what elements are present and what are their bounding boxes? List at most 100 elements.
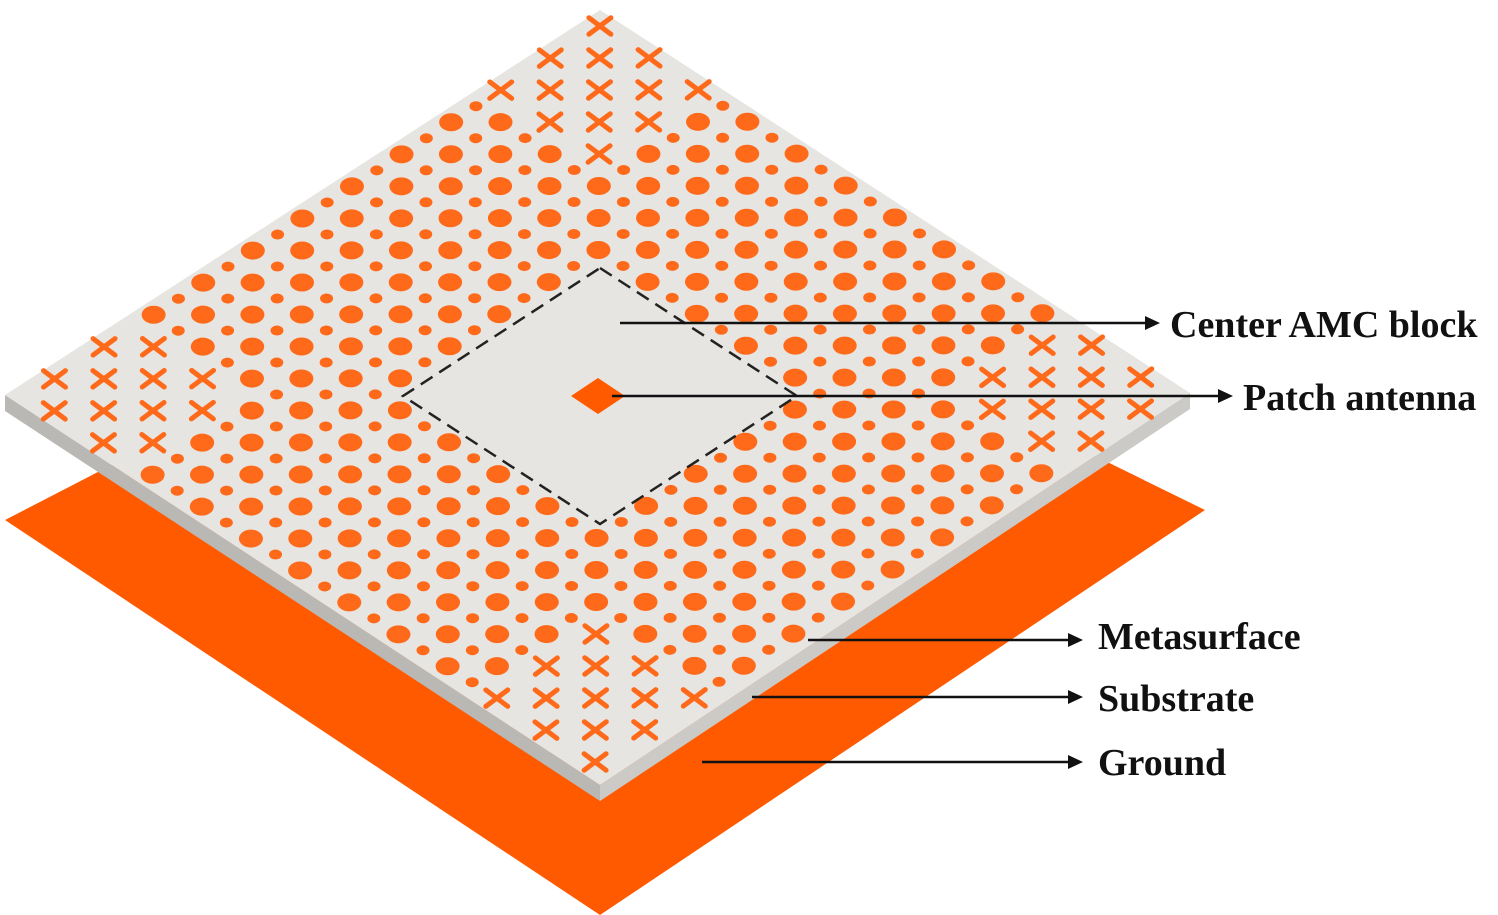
cross-stroke [139, 368, 167, 390]
large-circle-element [288, 433, 313, 452]
small-circle-element [765, 196, 779, 207]
large-circle-element [486, 465, 511, 484]
small-circle-element [369, 261, 383, 272]
large-circle-element [485, 561, 510, 580]
large-circle-element [881, 368, 906, 387]
small-circle-element [417, 485, 431, 496]
cross-stroke [631, 655, 659, 677]
small-circle-element [961, 292, 975, 303]
cross-stroke [139, 400, 167, 422]
large-circle-element [534, 593, 559, 612]
small-circle-element [765, 164, 779, 175]
large-circle-element [932, 240, 957, 259]
cross-stroke [635, 47, 663, 69]
large-circle-element [436, 497, 461, 516]
small-circle-element [712, 644, 726, 655]
large-circle-element [487, 241, 512, 260]
small-circle-element [466, 485, 480, 496]
small-circle-element [220, 453, 234, 464]
large-circle-element [733, 336, 758, 355]
large-circle-element [881, 464, 906, 483]
small-circle-element [220, 421, 234, 432]
small-circle-element [714, 324, 728, 335]
cross-stroke [586, 15, 614, 37]
cross-element [189, 367, 217, 390]
cross-stroke [1028, 366, 1056, 388]
small-circle-element [716, 100, 730, 111]
large-circle-element [685, 208, 710, 227]
small-circle-element [812, 516, 826, 527]
cross-element [139, 368, 167, 390]
small-circle-element [814, 260, 828, 271]
large-circle-element [239, 433, 264, 452]
small-circle-element [764, 356, 778, 367]
small-circle-element [517, 229, 531, 240]
small-circle-element [368, 389, 382, 400]
small-circle-element [269, 453, 283, 464]
arrowhead-metasurface [1068, 633, 1083, 647]
small-circle-element [318, 485, 332, 496]
small-circle-element [665, 260, 679, 271]
large-circle-element [882, 208, 907, 227]
large-circle-element [438, 145, 463, 164]
small-circle-element [220, 485, 234, 496]
cross-element [581, 719, 609, 741]
large-circle-element [1030, 304, 1055, 323]
large-circle-element [732, 624, 757, 643]
large-circle-element [238, 529, 263, 548]
cross-element [1127, 398, 1155, 420]
cross-stroke [90, 368, 118, 390]
small-circle-element [564, 613, 578, 624]
cross-element [1077, 366, 1105, 388]
large-circle-element [831, 528, 856, 547]
small-circle-element [663, 580, 677, 591]
small-circle-element [763, 452, 777, 463]
large-circle-element [189, 465, 214, 484]
cross-element [586, 15, 614, 37]
callout-lines [612, 316, 1233, 769]
small-circle-element [715, 164, 729, 175]
large-circle-element [537, 209, 562, 228]
cross-stroke [1127, 398, 1155, 420]
large-circle-element [239, 401, 264, 420]
small-circle-element [567, 197, 581, 208]
small-circle-element [812, 484, 826, 495]
large-circle-element [388, 337, 413, 356]
cross-element [483, 687, 511, 709]
small-circle-element [518, 165, 532, 176]
small-circle-element [1010, 484, 1024, 495]
small-circle-element [811, 580, 825, 591]
patch-antenna [571, 378, 625, 414]
small-circle-element [713, 548, 727, 559]
large-circle-element [389, 145, 414, 164]
cross-element [1077, 430, 1105, 452]
large-circle-element [636, 144, 661, 163]
large-circle-element [338, 433, 363, 452]
large-circle-element [388, 369, 413, 388]
cross-stroke [581, 751, 609, 773]
small-circle-element [368, 485, 382, 496]
large-circle-element [930, 464, 955, 483]
large-circle-element [190, 337, 215, 356]
cross-stroke [1127, 366, 1155, 388]
small-circle-element [912, 228, 926, 239]
large-circle-element [240, 273, 265, 292]
small-circle-element [269, 517, 283, 528]
large-circle-element [731, 656, 756, 675]
large-circle-element [586, 241, 611, 259]
small-circle-element [171, 325, 185, 336]
cross-element [979, 366, 1007, 389]
large-circle-element [882, 336, 907, 355]
large-circle-element [387, 529, 412, 548]
small-circle-element [467, 325, 481, 336]
small-circle-element [417, 453, 431, 464]
small-circle-element [517, 293, 531, 304]
large-circle-element [438, 273, 463, 292]
large-circle-element [833, 176, 858, 195]
small-circle-element [370, 197, 384, 208]
large-circle-element [288, 465, 313, 484]
small-circle-element [318, 581, 332, 592]
large-circle-element [338, 337, 363, 356]
large-circle-element [734, 240, 759, 259]
large-circle-element [436, 593, 461, 612]
